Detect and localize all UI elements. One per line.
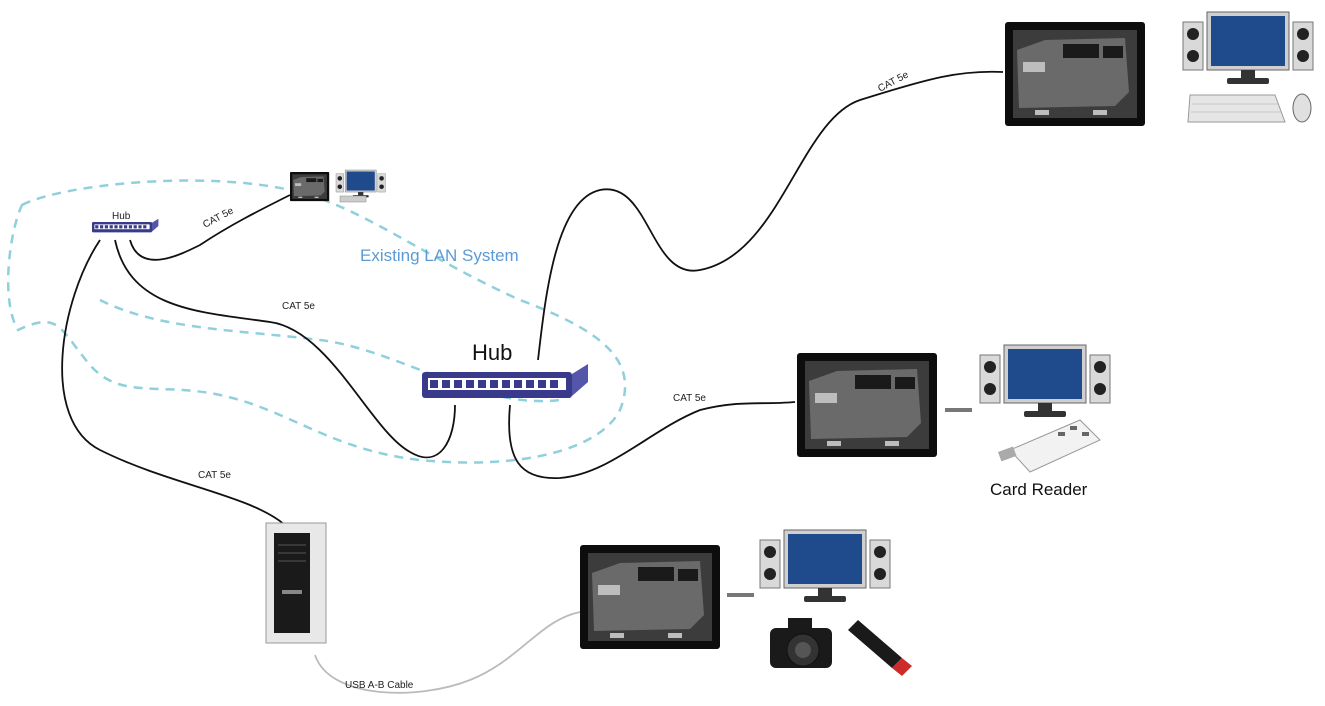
- cable-label-mid-right: CAT 5e: [673, 393, 706, 404]
- small-keyboard-icon: [339, 195, 367, 203]
- monitor-bottom: [759, 529, 891, 603]
- monitor-mid: [979, 344, 1111, 418]
- kvm-extender-bottom: [580, 545, 720, 649]
- cable-hub-loop: [114, 239, 456, 459]
- main-hub-label: Hub: [472, 340, 512, 365]
- usb-stick-icon: [848, 620, 912, 676]
- lan-system-label: Existing LAN System: [360, 246, 519, 265]
- main-hub-icon: [422, 364, 588, 398]
- cable-small-hub-to-tower: [61, 239, 286, 526]
- cable-small-hub-to-pc: [129, 194, 291, 261]
- small-monitor-icon: [335, 169, 386, 198]
- cable-label-left-mid: CAT 5e: [282, 301, 315, 312]
- cable-label-top-right: CAT 5e: [876, 69, 911, 94]
- cable-usb: [314, 611, 581, 694]
- card-reader-icon: [998, 419, 1101, 473]
- mouse-icon: [1292, 93, 1312, 123]
- camera-icon: [770, 618, 832, 668]
- kvm-extender-mid: [797, 353, 937, 457]
- pc-tower-icon: [265, 522, 327, 644]
- cable-label-tower: CAT 5e: [198, 470, 231, 481]
- small-hub-label: Hub: [112, 211, 131, 222]
- kvm-extender-top: [1005, 22, 1145, 126]
- keyboard-icon: [1187, 94, 1286, 123]
- monitor-top-right: [1182, 11, 1314, 85]
- cable-hub-to-top-kvm: [537, 70, 1004, 361]
- card-reader-label: Card Reader: [990, 480, 1088, 499]
- cable-hub-to-mid-kvm: [508, 401, 796, 479]
- small-kvm-icon: [290, 172, 330, 202]
- usb-cable-label: USB A-B Cable: [345, 680, 414, 691]
